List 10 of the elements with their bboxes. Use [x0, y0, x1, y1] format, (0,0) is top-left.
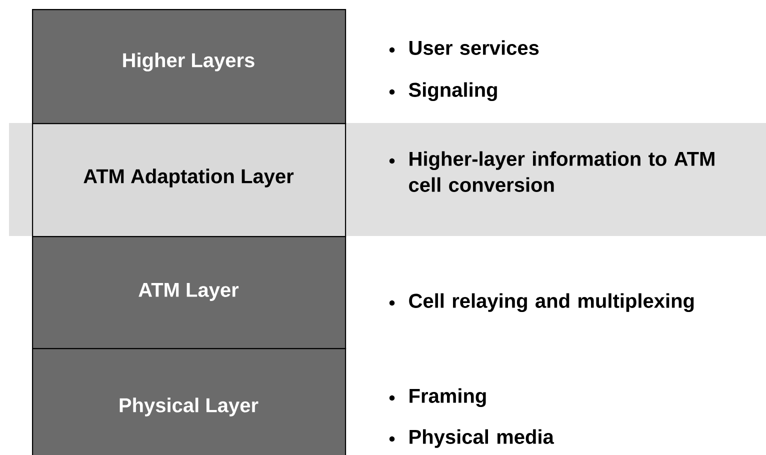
- layer-box: ATM Layer: [32, 236, 346, 350]
- layer-box: Higher Layers: [32, 9, 346, 124]
- layer-box: Physical Layer: [32, 348, 346, 455]
- layer-box: ATM Adaptation Layer: [32, 123, 346, 238]
- bullet-text: Cell relaying and multiplexing: [409, 293, 694, 312]
- bullet-text: Framing: [410, 388, 486, 407]
- bullet-text: User services: [409, 40, 539, 55]
- bullet-text: Signaling: [408, 82, 497, 101]
- bullet-text: Physical media: [410, 429, 554, 448]
- bullet-text: Higher-layer information to ATM cell conversion: [409, 151, 714, 192]
